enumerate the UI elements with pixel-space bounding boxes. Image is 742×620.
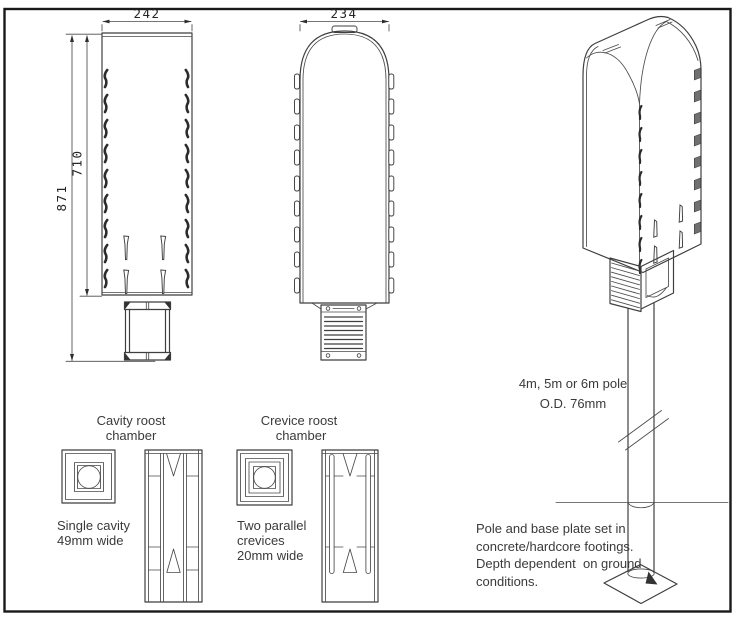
iso-left-edge [586,46,599,247]
footing-note-line3: Depth dependent on ground [476,556,642,571]
cavity-title-line1: Cavity roost [97,413,166,428]
side-left-tabs [294,73,300,294]
front-width-dimension: 242 [101,6,193,32]
pole-note-line2: O.D. 76mm [540,396,606,411]
cavity-long-section [144,449,203,603]
front-inner-slots [123,235,167,295]
front-box-outline [101,32,193,296]
iso-front-arch [586,51,640,272]
side-box-outline [299,30,390,304]
side-view: 234 [294,6,395,361]
footing-note-line2: concrete/hardcore footings. [476,539,634,554]
side-box-wall [302,33,387,304]
side-right-tabs [388,73,395,294]
side-mount-louvers [311,302,378,361]
footing-note: Pole and base plate set in concrete/hard… [476,521,642,589]
front-width-dim-text: 242 [133,6,160,21]
front-right-vent-slots [184,68,190,289]
cavity-cross-section [61,449,116,504]
crevice-long-section [321,449,379,603]
iso-right-arch [639,21,699,105]
base-plate [603,563,678,605]
side-width-dimension: 234 [299,6,390,32]
side-width-dim-text: 234 [330,6,357,21]
iso-pole [618,302,669,585]
front-mount-bracket [123,301,172,361]
front-overall-height-dim-text: 871 [54,184,69,211]
crevice-note-line3: 20mm wide [237,548,303,563]
iso-roof-tabs [602,19,673,54]
front-left-vent-slots [103,68,109,289]
pole-note: 4m, 5m or 6m pole O.D. 76mm [519,376,627,411]
crevice-cross-section [236,449,293,506]
cavity-title-line2: chamber [106,428,157,443]
iso-right-edge-slots [693,67,702,235]
isometric-view: 4m, 5m or 6m pole O.D. 76mm Pole and bas… [476,15,729,605]
footing-note-line1: Pole and base plate set in [476,521,626,536]
iso-box-outline [582,15,702,274]
front-view: 242 [54,6,193,362]
cavity-note-line2: 49mm wide [57,533,123,548]
front-height-dimensions: 871 710 [54,33,156,362]
crevice-note-line2: crevices [237,533,285,548]
cavity-roost-detail: Cavity roost chamber Single cavity 49mm … [57,413,203,603]
iso-inner-slots [653,204,684,264]
sheet-border [3,7,732,613]
crevice-note-line1: Two parallel [237,518,306,533]
crevice-title-line1: Crevice roost [261,413,338,428]
front-body-height-dim-text: 710 [70,149,85,176]
pole-note-line1: 4m, 5m or 6m pole [519,376,627,391]
crevice-roost-detail: Crevice roost chamber Two parallel crevi… [236,413,379,603]
iso-mount-assembly [609,249,675,313]
crevice-title-line2: chamber [276,428,327,443]
footing-note-line4: conditions. [476,574,538,589]
cavity-note-line1: Single cavity [57,518,130,533]
